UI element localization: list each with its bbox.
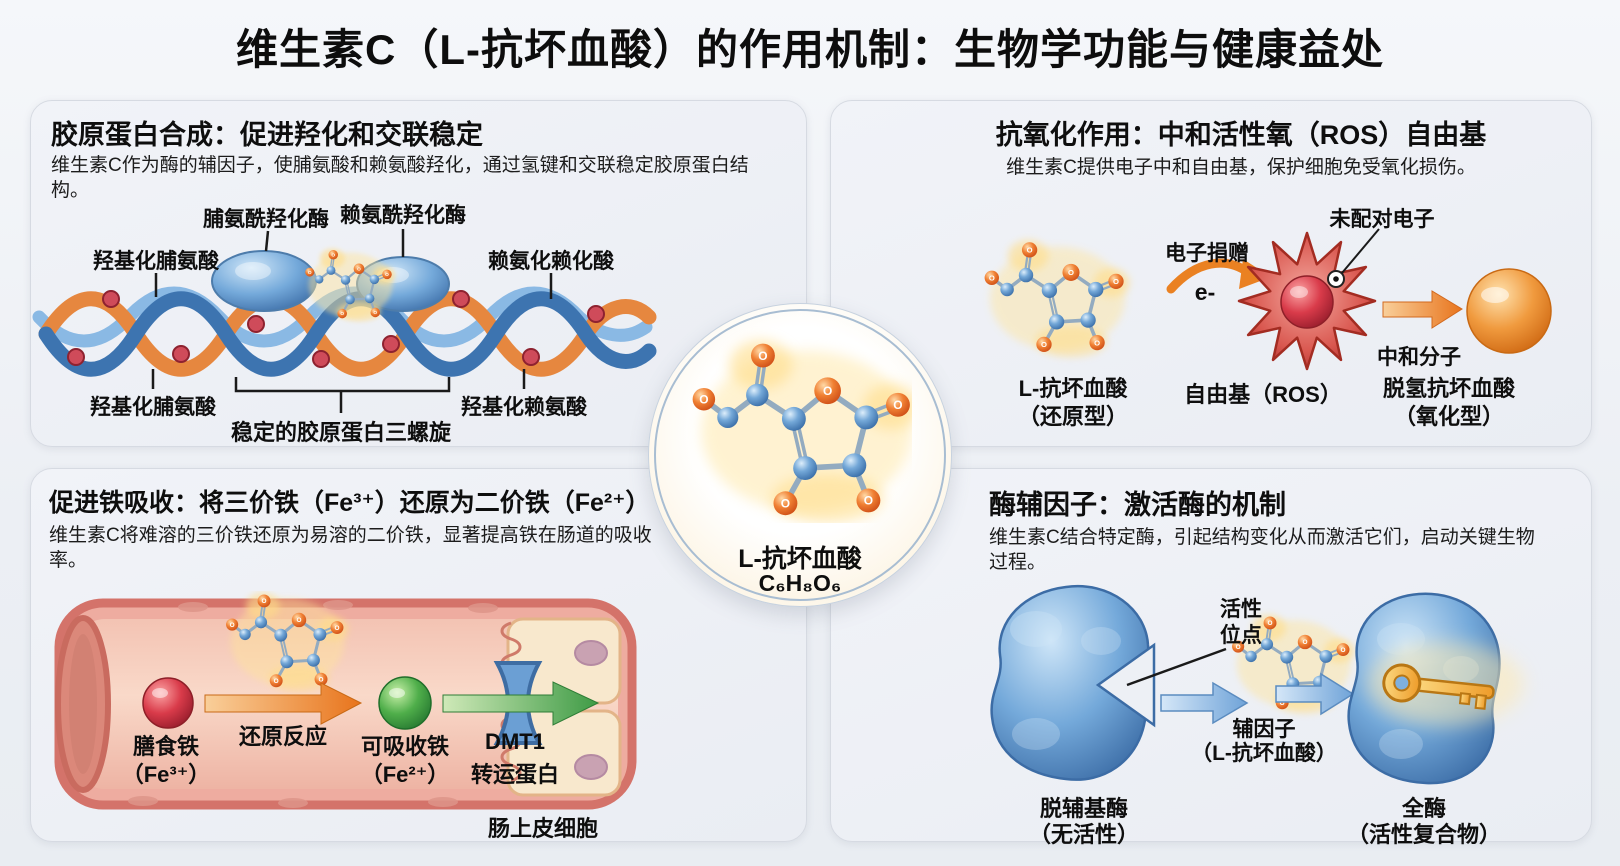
label-electron-donation: 电子捐赠 — [1165, 242, 1249, 265]
infographic-title: 维生素C（L-抗坏血酸）的作用机制：生物学功能与健康益处 — [236, 26, 1384, 73]
reduction-arrow-icon — [204, 682, 363, 725]
caption-apoenzyme: 脱辅基酶 — [1039, 796, 1129, 821]
active-site-notch — [1095, 642, 1156, 728]
caption-dha-form: （氧化型） — [1393, 404, 1505, 429]
unpaired-electron-pointer-line — [1341, 228, 1380, 274]
leader-lines — [151, 229, 553, 413]
ros-star-icon — [1237, 231, 1377, 371]
badge-molecule-formula: C₆H₈O₆ — [758, 570, 842, 596]
collagen-body: 维生素C作为酶的辅因子，使脯氨酸和赖氨酸羟化，通过氢键和交联稳定胶原蛋白结构。 — [51, 155, 749, 202]
active-site-pointer-line — [1126, 647, 1227, 687]
cell-nucleus — [574, 754, 608, 780]
dietary-iron-sphere-icon — [142, 677, 194, 729]
label-dietary-iron: 膳食铁 — [132, 734, 200, 759]
activation-arrow-icon — [1160, 681, 1249, 725]
wall-bumps — [128, 600, 498, 808]
label-absorbable-iron-valence: （Fe²⁺） — [360, 762, 450, 787]
iron-body: 维生素C将难溶的三价铁还原为易溶的二价铁，显著提高铁在肠道的吸收率。 — [49, 525, 652, 572]
tube-opening-icon — [55, 615, 111, 793]
antioxidant-body: 维生素C提供电子中和自由基，保护细胞免受氧化损伤。 — [1006, 157, 1476, 178]
antioxidant-heading: 抗氧化作用：中和活性氧（ROS）自由基 — [995, 120, 1487, 150]
vitamin-c-molecule-icon — [985, 240, 1130, 357]
caption-dha: 脱氢抗坏血酸 — [1382, 376, 1516, 401]
absorption-arrow-icon — [442, 681, 600, 726]
badge-inner-ring — [654, 309, 946, 601]
label-absorbable-iron: 可吸收铁 — [360, 734, 450, 759]
badge-molecule-name: L-抗坏血酸 — [738, 545, 862, 573]
caption-apoenzyme-state: （无活性） — [1028, 822, 1140, 847]
label-hydroxylysine-top: 赖氨化赖化酸 — [488, 250, 614, 273]
absorbable-iron-sphere-icon — [378, 676, 432, 730]
label-reduction-reaction: 还原反应 — [238, 724, 328, 749]
label-active-site: 活性 — [1220, 598, 1262, 621]
collagen-heading: 胶原蛋白合成：促进羟化和交联稳定 — [51, 120, 483, 150]
label-active-site-2: 位点 — [1220, 624, 1262, 647]
caption-holoenzyme-state: （活性复合物） — [1346, 822, 1502, 847]
key-icon — [1382, 663, 1495, 710]
panel-collagen-synthesis: 胶原蛋白合成：促进羟化和交联稳定 维生素C作为酶的辅因子，使脯氨酸和赖氨酸羟化，… — [30, 100, 807, 447]
cofactor-body: 维生素C结合特定酶，引起结构变化从而激活它们，启动关键生物过程。 — [989, 527, 1535, 574]
panel-enzyme-cofactor: 酶辅因子：激活酶的机制 维生素C结合特定酶，引起结构变化从而激活它们，启动关键生… — [830, 468, 1592, 847]
label-dietary-iron-valence: （Fe³⁺） — [121, 762, 211, 787]
label-cofactor-ascorbate: （L-抗坏血酸） — [1191, 742, 1337, 765]
label-prolyl-hydroxylase: 脯氨酰羟化酶 — [203, 208, 329, 231]
caption-holoenzyme: 全酶 — [1401, 796, 1447, 821]
label-neutralized-molecule: 中和分子 — [1377, 346, 1461, 369]
label-stable-triple-helix: 稳定的胶原蛋白三螺旋 — [230, 420, 452, 445]
neutralization-arrow-icon — [1382, 290, 1463, 329]
activation-arrow-icon — [1275, 672, 1355, 716]
label-lysyl-hydroxylase: 赖氨酰羟化酶 — [340, 204, 466, 227]
intestine-tube-illustration — [54, 591, 637, 810]
label-cofactor: 辅因子 — [1232, 718, 1296, 741]
label-hydroxyproline-bottom: 羟基化脯氨酸 — [90, 396, 216, 419]
caption-ascorbate: L-抗坏血酸 — [1018, 376, 1128, 401]
iron-heading: 促进铁吸收：将三价铁（Fe³⁺）还原为二价铁（Fe²⁺） — [49, 489, 651, 517]
label-electron: e- — [1194, 279, 1216, 305]
label-unpaired-electron: 未配对电子 — [1329, 208, 1435, 231]
cofactor-illustration — [990, 584, 1524, 785]
vitamin-c-molecule-large-icon — [687, 326, 912, 523]
label-dmt1: DMT1 — [485, 729, 545, 754]
apoenzyme-blob-icon — [990, 584, 1156, 781]
caption-ros: 自由基（ROS） — [1184, 382, 1342, 407]
cell-nucleus — [574, 640, 608, 666]
neutralized-sphere-icon — [1466, 268, 1552, 354]
prolyl-enzyme-blob-icon — [211, 250, 317, 312]
label-dmt1-transporter: 转运蛋白 — [470, 762, 560, 787]
center-molecule-badge: L-抗坏血酸 C₆H₈O₆ — [648, 303, 952, 607]
label-hydroxyproline-top: 羟基化脯氨酸 — [93, 250, 219, 273]
panel-antioxidant: 抗氧化作用：中和活性氧（ROS）自由基 维生素C提供电子中和自由基，保护细胞免受… — [830, 100, 1592, 447]
label-epithelium: 肠上皮细胞 — [487, 816, 599, 841]
hydroxyl-dots — [67, 290, 605, 368]
collagen-helix-illustration — [32, 229, 657, 413]
cofactor-heading: 酶辅因子：激活酶的机制 — [989, 490, 1286, 520]
caption-ascorbate-form: （还原型） — [1017, 404, 1129, 429]
antioxidant-illustration — [831, 228, 1552, 371]
label-hydroxylysine-bottom: 羟基化赖氨酸 — [461, 396, 587, 419]
